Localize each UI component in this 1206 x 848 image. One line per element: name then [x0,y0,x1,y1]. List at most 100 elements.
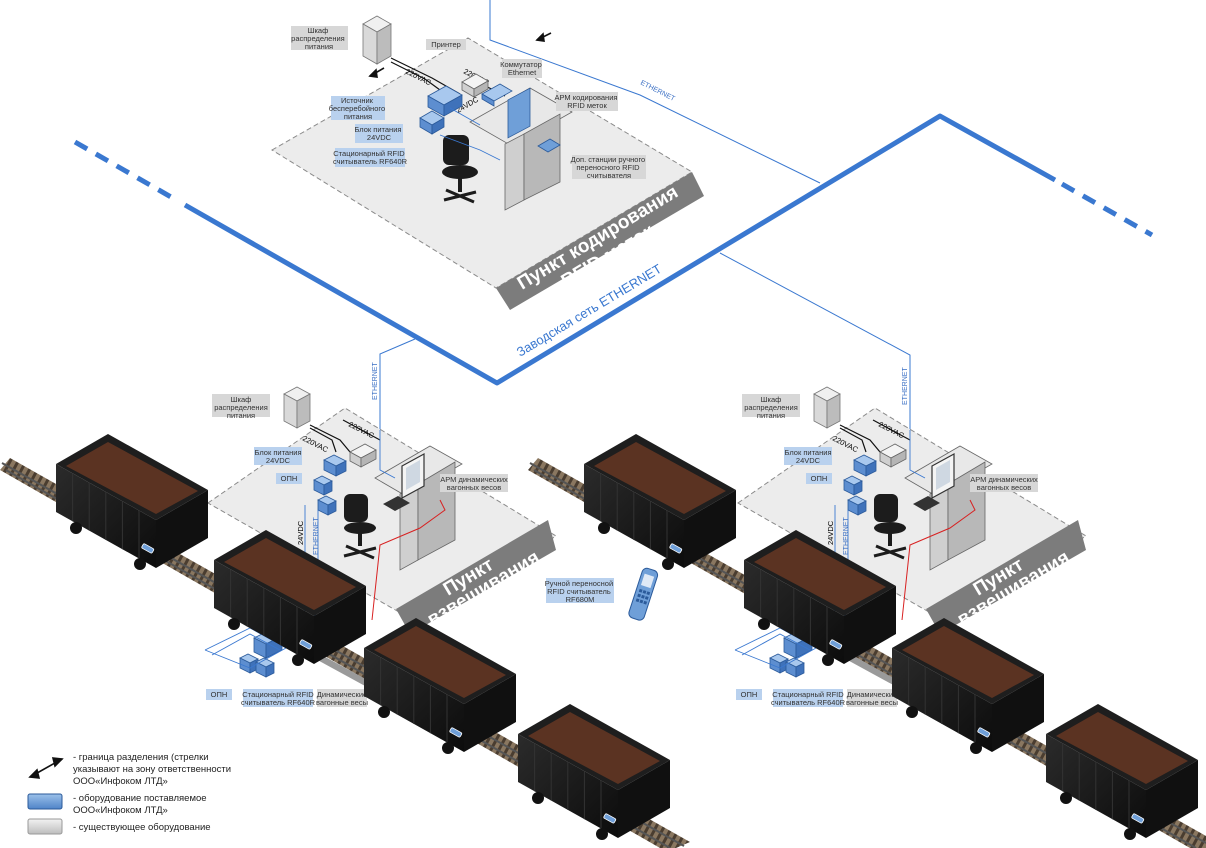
svg-text:Доп. станции ручного п: Доп. станции ручного переносного RFID сч… [571,155,648,180]
opn-icon [317,495,337,516]
wheel-icon [906,706,918,718]
wheel-icon [292,654,304,666]
opn-icon [769,653,789,674]
weigh-blue-equipment [239,454,347,678]
weigh-power-cables [309,419,381,453]
wagon [1046,704,1198,840]
wagon-cargo [902,626,1034,698]
weigh-cable-label-3: 24VDC [826,520,835,545]
legend-existing-text: - существующее оборудование [73,822,211,833]
svg-text:АРМ кодирования RFID м: АРМ кодирования RFID меток [554,93,619,110]
weigh2-ethernet-label: ETHERNET [902,367,909,405]
wagon-tag-icon [449,727,463,738]
wagon [892,618,1044,754]
wagon-tag-icon [1131,813,1145,824]
svg-text:Принтер: Принтер [431,40,461,49]
callout-opn-bottom: ОПН [736,689,762,700]
legend-boundary-icon [28,757,64,779]
weigh1-ethernet-label: ETHERNET [372,362,379,400]
wheel-icon [134,558,146,570]
wheel-icon [662,558,674,570]
coding-desk [469,87,573,211]
callout-coding-reader: Стационарный RFID считыватель RF640R [333,148,408,167]
coding-ethernet-link [489,0,821,184]
network-backbone [183,113,1057,386]
wheel-icon [1060,792,1072,804]
wagon-cargo [374,626,506,698]
svg-text:ОПН: ОПН [741,690,758,699]
wheel-icon [758,618,770,630]
wheel-icon [596,828,608,840]
callout-coding-workstation: АРМ кодирования RFID меток [554,92,619,111]
weigh-printer-icon [349,443,377,468]
opn-icon [847,495,867,516]
callout-handheld-dock: Доп. станции ручного переносного RFID сч… [571,155,648,180]
callout-printer: Принтер [426,39,466,50]
legend-existing-swatch [27,818,63,835]
callout-coding-cabinet: Шкаф распределения питания [291,26,348,51]
wagon-tag-icon [141,543,155,554]
svg-text:ОПН: ОПН [211,690,228,699]
wheel-icon [532,792,544,804]
wheel-icon [228,618,240,630]
callout-coding-psu: Блок питания 24VDC [354,124,403,143]
opn-icon [239,653,259,674]
network-dashed-right [1060,181,1154,238]
svg-text:Шкаф распределения: Шкаф распределения питания [291,26,347,51]
weigh-printer-icon [879,443,907,468]
callout-opn-top: ОПН [806,473,832,484]
svg-text:ОПН: ОПН [811,474,828,483]
coding-point: Пункт кодирования RFID меток 220VAC 220V… [271,15,704,310]
wheel-icon [822,654,834,666]
weigh-cable-label-3: 24VDC [296,520,305,545]
weigh-cable-label-4: ETHERNET [843,517,850,555]
coding-boundary-markers [368,32,552,78]
wagon [364,618,516,754]
handheld-reader-icon [628,567,659,621]
wagon-tag-icon [669,543,683,554]
weigh-banner [396,520,556,634]
callout-ups: Источник бесперебойного питания [329,96,385,121]
network-dashed-left [73,139,180,204]
coding-data-cables [439,107,501,161]
wagon-cargo [224,538,356,610]
weigh1-ethernet-link [379,338,416,430]
wagon-cargo [594,442,726,514]
wagon-tag-icon [299,639,313,650]
coding-banner [496,172,704,310]
wheel-icon [442,742,454,754]
weigh-chair-icon [873,494,907,560]
weigh-cable-label-4: ETHERNET [313,517,320,555]
wagon-tag-icon [603,813,617,824]
wheel-icon [970,742,982,754]
legend-boundary-text: - граница разделения (стрелки указывают … [73,752,234,787]
opn-icon [313,475,333,496]
svg-text:ОПН: ОПН [281,474,298,483]
opn-icon [255,657,275,678]
wagon-cargo [1056,712,1188,784]
monitor-icon [507,87,531,139]
wagon-cargo [754,538,886,610]
svg-text:Стационарный RFID счит: Стационарный RFID считыватель RF640R [333,149,408,166]
wagon-cargo [66,442,198,514]
wheel-icon [598,522,610,534]
handheld-reader: Ручной переносной RFID считыватель RF680… [545,567,659,621]
svg-text:Блок питания 24VDC: Блок питания 24VDC [354,125,403,142]
callout-opn-top: ОПН [276,473,302,484]
wagon [584,434,736,570]
